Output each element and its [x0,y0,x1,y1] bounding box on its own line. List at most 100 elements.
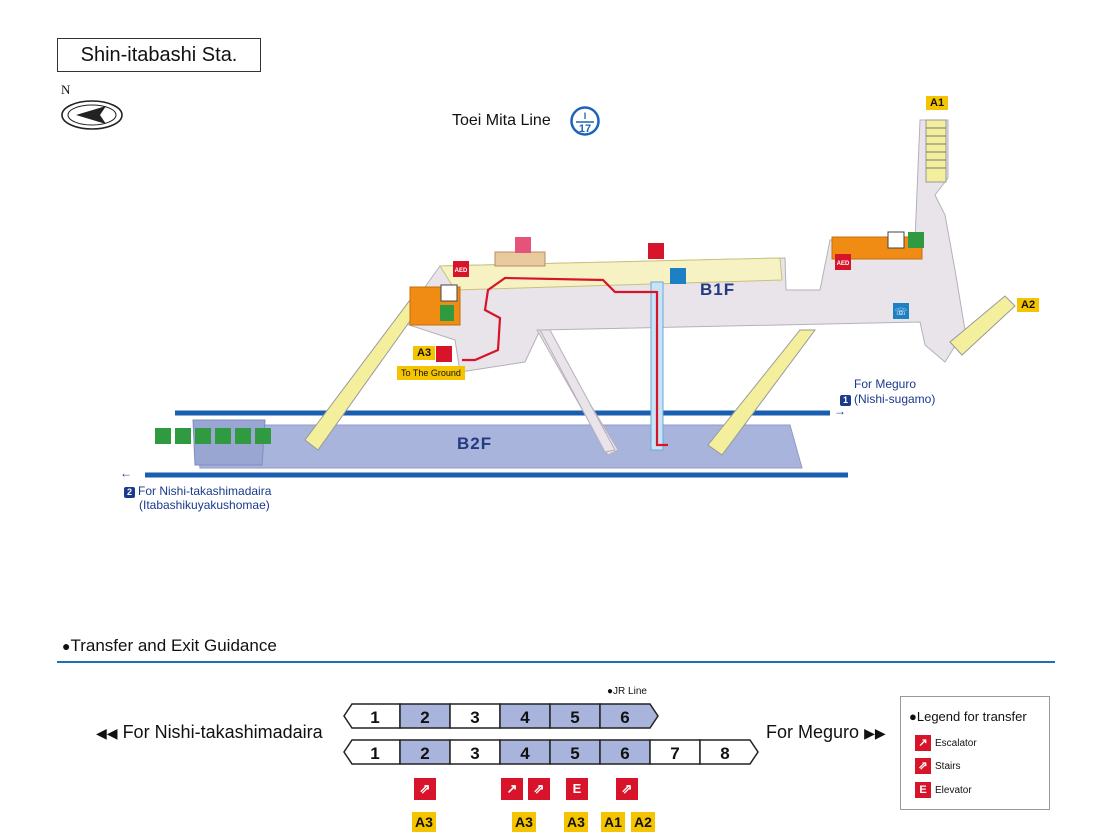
b2f-amenity-icons [155,428,271,444]
aed-icon-left [453,261,469,277]
stairs-icon: ⇗ [915,758,931,774]
guidance-left-direction-text: For Nishi-takashimadaira [122,722,323,742]
accessible-toilet-icon [175,428,191,444]
telephone-icon [893,303,909,319]
diaper-change-icon [235,428,251,444]
legend-stairs: ⇗ Stairs [915,758,961,774]
train-bottom-car-label-7: 7 [670,744,679,763]
legend-stairs-label: Stairs [935,760,961,772]
stairs-icon-car6: ⇗ [616,778,638,800]
direction-meguro-subtext: (Nishi-sugamo) [854,392,936,406]
aed-icon-left-label: AED [455,268,468,274]
baby-care-icon [195,428,211,444]
jr-line-note-text: JR Line [613,686,647,697]
ticket-office-icon-right [887,231,905,249]
train-bottom-car-label-4: 4 [520,744,530,763]
train-top-car-label-5: 5 [570,708,579,727]
train-bottom-car-7 [649,739,701,765]
guidance-right-direction: For Meguro ▶▶ [766,722,886,743]
train-bottom [343,739,759,765]
direction-nishi-number: 2 [124,487,135,498]
line-code-letter: I [584,111,587,121]
b1f-concourse [399,119,966,373]
elevator-icon-a3 [436,346,452,362]
store-icon [515,237,531,253]
train-bottom-car-label-6: 6 [620,744,629,763]
ostomate-icon [215,428,231,444]
station-map: AED AED ☏ [145,119,1016,478]
exit-a2-tag: A2 [1017,298,1040,312]
elevator-icon-car5: E [566,778,588,800]
a2-stairs [949,295,1016,356]
guidance-divider [57,661,1055,663]
train-top-car-label-3: 3 [470,708,479,727]
station-name: Shin-itabashi Sta. [57,38,261,72]
direction-meguro-line2: 1(Nishi-sugamo) [840,392,935,406]
direction-nishi-text: For Nishi-takashimadaira [138,484,272,498]
guidance-title-text: Transfer and Exit Guidance [70,636,277,655]
exit-tag-car2: A3 [412,812,436,832]
floor-b1-label: B1F [700,280,736,299]
train-bottom-car-8 [699,739,759,765]
elevator-icon: E [915,782,931,798]
train-bottom-car-label-2: 2 [420,744,429,763]
train-bottom-car-label-1: 1 [370,744,379,763]
elevator-icon-b1 [648,243,664,259]
aed-icon-right [835,254,851,270]
train-top-car-1 [343,703,401,729]
legend-elevator-label: Elevator [935,784,972,796]
line-title: Toei Mita Line [452,112,551,129]
exit-a1-tag: A1 [926,96,949,110]
floor-b2-label: B2F [457,434,493,453]
double-right-arrow-icon: ▶▶ [864,725,886,741]
line-badge-icon: I 17 [570,106,600,136]
direction-meguro-number: 1 [840,395,851,406]
jr-line-note: ●JR Line [607,686,647,697]
toilet-icon [155,428,171,444]
train-top-car-label-6: 6 [620,708,629,727]
to-ground-label: To The Ground [397,366,465,380]
train-bottom-car-3 [449,739,501,765]
train-bottom-car-4 [499,739,551,765]
ticket-machine-icon-left [440,305,454,321]
legend-box: ●Legend for transfer ↗ Escalator ⇗ Stair… [900,696,1050,810]
exit-tag-car6-a1: A1 [601,812,625,832]
guidance-title: ●Transfer and Exit Guidance [62,636,277,655]
train-top-car-5 [549,703,601,729]
ticket-office-icon-left [440,284,458,302]
train-top-car-3 [449,703,501,729]
a1-stairs [925,119,947,183]
coin-locker-icon [670,268,686,284]
svg-text:☏: ☏ [895,307,908,318]
train-bottom-car-6 [599,739,651,765]
legend-title: ●Legend for transfer [909,709,1027,724]
train-top-car-label-4: 4 [520,708,530,727]
train-top-car-2 [399,703,451,729]
office-block [494,251,546,267]
escalator-icon: ↗ [915,735,931,751]
direction-nishi-line2: (Itabashikuyakushomae) [139,498,270,512]
exit-tag-car5: A3 [564,812,588,832]
train-top-car-label-2: 2 [420,708,429,727]
multi-purpose-icon [255,428,271,444]
accessible-route [462,276,668,447]
compass-icon [61,100,123,130]
legend-escalator: ↗ Escalator [915,735,977,751]
ticket-machine-icon-right [908,232,924,248]
exit-tag-car4: A3 [512,812,536,832]
line-code-number: 17 [579,123,591,135]
arrow-left-icon: ← [120,466,132,480]
escalator-icon-car4: ↗ [501,778,523,800]
a1-stair-steps [926,127,946,169]
stairs-icon-car2: ⇗ [414,778,436,800]
compass-north-label: N [61,82,71,97]
train-bottom-car-1 [343,739,401,765]
train-bottom-car-label-8: 8 [720,744,729,763]
train-top-car-6 [599,703,659,729]
stairs-right [707,329,816,456]
stairs-icon-car4: ⇗ [528,778,550,800]
train-top-car-label-1: 1 [370,708,379,727]
train-bottom-car-label-5: 5 [570,744,579,763]
exit-tag-car6-a2: A2 [631,812,655,832]
